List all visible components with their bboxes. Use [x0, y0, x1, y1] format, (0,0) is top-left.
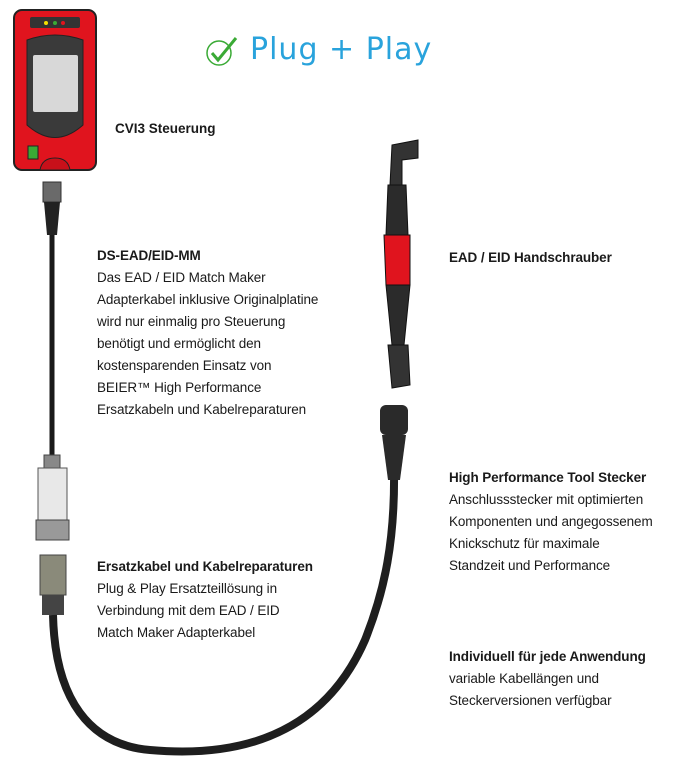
block-line: Verbindung mit dem EAD / EID: [97, 603, 280, 618]
cvi3-controller-image: [13, 9, 97, 171]
block-line: Knickschutz für maximale: [449, 536, 600, 551]
block-heading: High Performance Tool Stecker: [449, 470, 647, 485]
block-line: variable Kabellängen und: [449, 671, 599, 686]
block-line: wird nur einmalig pro Steuerung: [97, 314, 286, 329]
block-line: Anschlussstecker mit optimierten: [449, 492, 644, 507]
customization-description: Individuell für jede Anwendung variable …: [449, 646, 646, 712]
replacement-cable-description: Ersatzkabel und Kabelreparaturen Plug & …: [97, 556, 313, 644]
block-line: Das EAD / EID Match Maker: [97, 270, 266, 285]
controller-label: CVI3 Steuerung: [115, 121, 216, 136]
adapter-cable-image: [35, 181, 70, 615]
adapter-cable-description: DS-EAD/EID-MM Das EAD / EID Match Maker …: [97, 245, 318, 421]
block-line: Plug & Play Ersatzteillösung in: [97, 581, 277, 596]
block-heading: Individuell für jede Anwendung: [449, 649, 646, 664]
handheld-screwdriver-image: [383, 139, 419, 389]
block-heading: Ersatzkabel und Kabelreparaturen: [97, 559, 313, 574]
block-line: Komponenten und angegossenem: [449, 514, 653, 529]
block-line: Match Maker Adapterkabel: [97, 625, 256, 640]
block-line: Ersatzkabeln und Kabelreparaturen: [97, 402, 307, 417]
tool-connector-image: [380, 405, 408, 480]
block-line: Adapterkabel inklusive Originalplatine: [97, 292, 319, 307]
replacement-cable-image: [49, 469, 399, 756]
block-line: Steckerversionen verfügbar: [449, 693, 612, 708]
plug-and-play-title: Plug + Play: [250, 32, 433, 67]
block-line: kostensparenden Einsatz von: [97, 358, 272, 373]
screwdriver-description: EAD / EID Handschrauber: [449, 247, 612, 269]
check-circle-icon: [206, 37, 238, 66]
block-line: benötigt und ermöglicht den: [97, 336, 261, 351]
block-heading: EAD / EID Handschrauber: [449, 250, 612, 265]
tool-connector-description: High Performance Tool Stecker Anschlusss…: [449, 467, 653, 577]
block-heading: DS-EAD/EID-MM: [97, 248, 201, 263]
block-line: Standzeit und Performance: [449, 558, 611, 573]
block-line: BEIER™ High Performance: [97, 380, 262, 395]
